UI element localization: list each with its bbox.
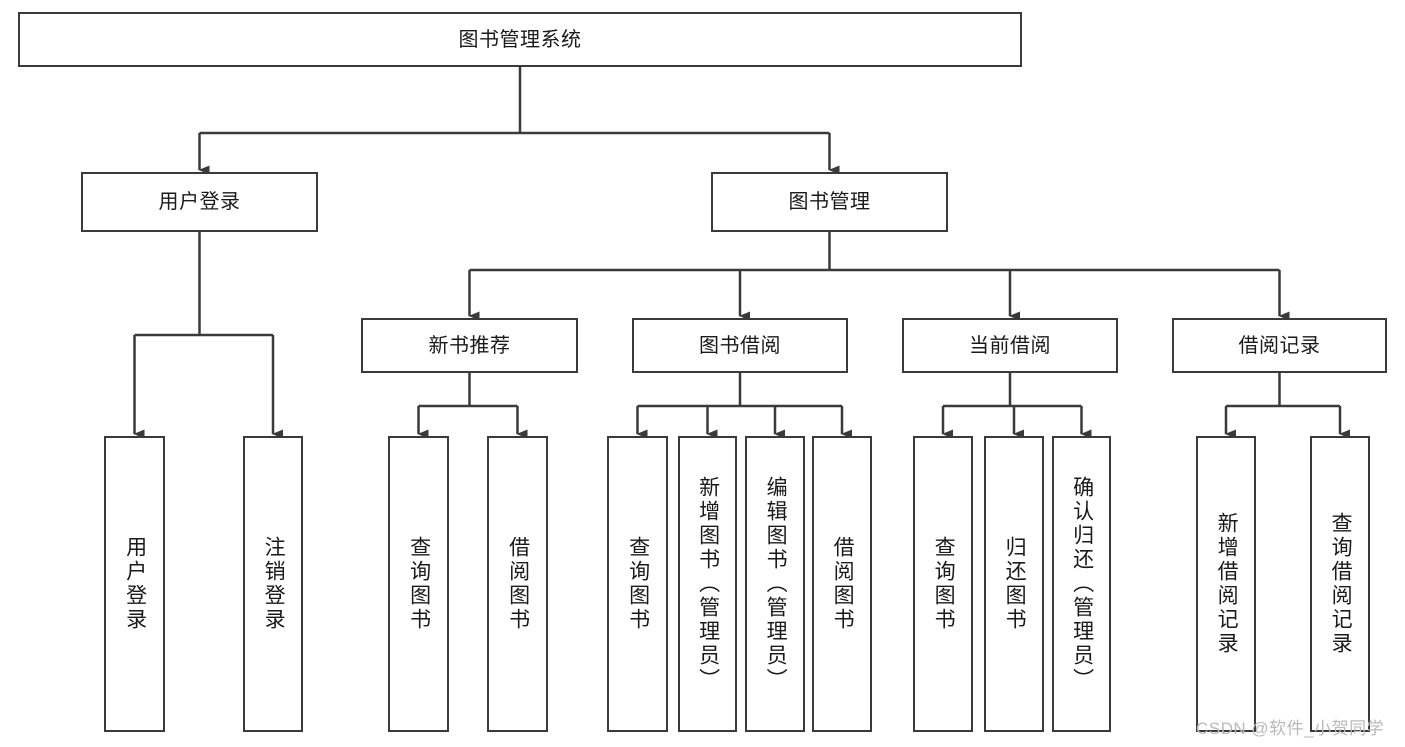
node-label: 新书推荐 xyxy=(428,334,511,357)
node-level2-new-book-recommend[interactable]: 新书推荐 xyxy=(361,318,578,373)
node-label: 新增图书（管理员） xyxy=(696,476,720,692)
node-label: 确认归还（管理员） xyxy=(1070,476,1094,692)
node-level2-borrow-record[interactable]: 借阅记录 xyxy=(1172,318,1387,373)
node-leaf-leaf-query-book-borrow[interactable]: 查询图书 xyxy=(607,436,668,732)
node-leaf-leaf-borrow-book-new[interactable]: 借阅图书 xyxy=(487,436,548,732)
node-leaf-leaf-query-book-new[interactable]: 查询图书 xyxy=(388,436,449,732)
node-leaf-leaf-user-login[interactable]: 用户登录 xyxy=(104,436,165,732)
node-label: 图书管理 xyxy=(788,191,871,213)
node-label: 注销登录 xyxy=(262,536,286,632)
node-leaf-leaf-add-book-admin[interactable]: 新增图书（管理员） xyxy=(678,436,737,732)
node-leaf-leaf-borrow-book[interactable]: 借阅图书 xyxy=(812,436,872,732)
node-leaf-leaf-logout[interactable]: 注销登录 xyxy=(243,436,303,732)
node-label: 新增借阅记录 xyxy=(1215,512,1239,656)
node-label: 编辑图书（管理员） xyxy=(764,476,788,692)
node-label: 图书借阅 xyxy=(699,334,781,357)
node-root-root[interactable]: 图书管理系统 xyxy=(18,12,1022,67)
node-label: 借阅图书 xyxy=(831,536,855,632)
node-leaf-leaf-add-borrow-record[interactable]: 新增借阅记录 xyxy=(1196,436,1256,732)
node-label: 查询借阅记录 xyxy=(1329,512,1353,656)
node-level1-book-management[interactable]: 图书管理 xyxy=(711,172,948,232)
node-label: 查询图书 xyxy=(932,536,956,632)
node-leaf-leaf-query-borrow-record[interactable]: 查询借阅记录 xyxy=(1310,436,1370,732)
node-leaf-leaf-return-book[interactable]: 归还图书 xyxy=(984,436,1044,732)
node-label: 查询图书 xyxy=(407,536,431,632)
node-label: 归还图书 xyxy=(1003,536,1027,632)
node-label: 图书管理系统 xyxy=(458,28,582,51)
node-level1-user-login[interactable]: 用户登录 xyxy=(81,172,318,232)
node-leaf-leaf-query-book-current[interactable]: 查询图书 xyxy=(913,436,973,732)
node-label: 用户登录 xyxy=(158,191,241,213)
node-label: 借阅记录 xyxy=(1238,334,1321,357)
node-label: 查询图书 xyxy=(626,536,650,632)
node-leaf-leaf-edit-book-admin[interactable]: 编辑图书（管理员） xyxy=(745,436,805,732)
node-label: 借阅图书 xyxy=(506,536,530,632)
node-leaf-leaf-confirm-return-admin[interactable]: 确认归还（管理员） xyxy=(1052,436,1111,732)
node-level2-book-borrow[interactable]: 图书借阅 xyxy=(632,318,848,373)
node-level2-current-borrow[interactable]: 当前借阅 xyxy=(902,318,1118,373)
node-label: 用户登录 xyxy=(123,536,147,632)
node-label: 当前借阅 xyxy=(969,334,1051,357)
